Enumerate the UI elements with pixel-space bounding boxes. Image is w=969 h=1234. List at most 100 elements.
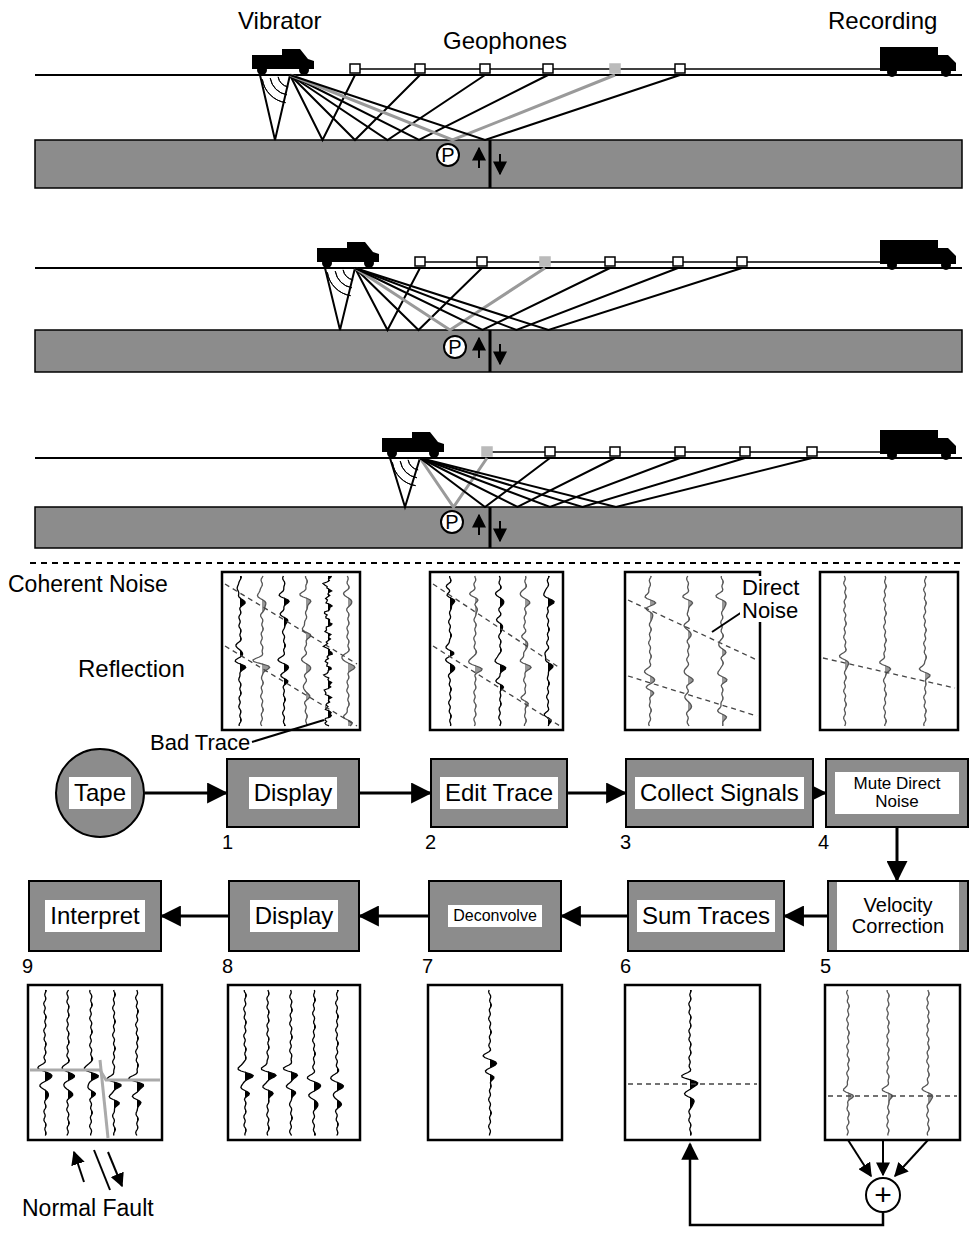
ray-path [290, 75, 680, 140]
summing-circle: + [865, 1177, 901, 1213]
flow-arrow [360, 792, 430, 795]
data-tape-circle: Tape [55, 748, 145, 838]
annotation-label: Normal Fault [22, 1196, 154, 1220]
truck-wheel [941, 67, 951, 77]
geophone [480, 64, 490, 73]
flow-arrow [360, 915, 428, 918]
annotation-label: Coherent Noise [8, 572, 168, 596]
interpreted-fault [100, 1060, 108, 1138]
separator [30, 562, 965, 564]
geophone [477, 257, 487, 266]
event-dashed-line [628, 1083, 757, 1084]
geophone [807, 447, 817, 456]
trace-line [253, 576, 270, 726]
wavefront [335, 271, 352, 288]
trace-line [844, 990, 854, 1136]
geophone [543, 64, 553, 73]
flow-arrow [145, 792, 226, 795]
ray-path [290, 75, 548, 140]
trace-line [238, 990, 253, 1136]
node-text: Interpret [45, 900, 144, 931]
trace-line [278, 576, 289, 726]
trace-line [683, 576, 693, 726]
geophone [673, 257, 683, 266]
seismogram-panel [820, 572, 958, 730]
truck-wheel [887, 260, 897, 270]
trace-line [308, 990, 321, 1136]
trace-line [129, 990, 144, 1136]
trace-fill [925, 576, 930, 726]
process-box: Collect Signals [625, 758, 814, 828]
seismogram-panel [430, 572, 563, 730]
geophone [415, 64, 425, 73]
trace-line [38, 990, 52, 1136]
geophone [740, 447, 750, 456]
ray-path [260, 75, 290, 140]
ground-surface [35, 267, 962, 269]
event-dashed-line [433, 584, 560, 668]
node-text: Display [250, 900, 339, 931]
process-box: Sum Traces [627, 880, 785, 952]
truck-wheel [887, 450, 897, 460]
ray-path [420, 458, 680, 507]
fault-point-marker: P [440, 510, 464, 534]
ray-path [390, 458, 420, 507]
event-dashed-line [823, 658, 955, 688]
geophone [610, 64, 620, 73]
recording-truck [880, 430, 956, 460]
geophone-cable [355, 68, 900, 70]
truck-wheel [941, 450, 951, 460]
geophone [605, 257, 615, 266]
seismogram-panel [428, 985, 562, 1140]
node-text: P [448, 337, 461, 358]
sum-arrow [848, 1140, 871, 1176]
annotation-label: Reflection [78, 656, 185, 681]
trace-line [880, 576, 891, 726]
ray-path [355, 268, 610, 330]
cross-section [35, 430, 962, 548]
ground-surface [35, 457, 962, 459]
fault-down-arrow [499, 154, 501, 174]
truck-wheel [322, 258, 332, 268]
trace-line [520, 576, 531, 726]
flow-arrow [162, 915, 228, 918]
callout-number: 2 [425, 832, 436, 853]
recording-truck [880, 240, 956, 270]
callout-number: 3 [620, 832, 631, 853]
process-box: Mute Direct Noise [825, 758, 969, 828]
rock-layer [35, 140, 962, 188]
trace-line [469, 576, 482, 726]
fault-up-arrow [478, 338, 480, 358]
leader-line [712, 612, 742, 632]
trace-fill [690, 990, 698, 1136]
trace-fill [262, 576, 270, 726]
node-text: Deconvolve [448, 905, 542, 928]
ray-path [355, 268, 742, 330]
geophone [610, 447, 620, 456]
trace-line [331, 990, 344, 1136]
ground-surface [35, 74, 962, 76]
flow-arrow [785, 915, 827, 918]
node-text: P [441, 145, 454, 166]
trace-line [544, 576, 554, 726]
event-dashed-line [828, 1095, 957, 1096]
callout-number: 8 [222, 956, 233, 977]
panel-frame [428, 985, 562, 1140]
trace-fill [650, 576, 656, 726]
geophone [482, 447, 492, 456]
trace-line [235, 576, 245, 726]
fault-point-marker: P [443, 335, 467, 359]
fault-down-arrow [499, 344, 501, 364]
seismogram-panel [228, 985, 360, 1140]
geophone [675, 64, 685, 73]
trace-line [107, 990, 121, 1136]
panel-frame [222, 572, 360, 730]
recording-truck [880, 47, 956, 77]
truck-symbol [382, 432, 444, 458]
geophone [737, 257, 747, 266]
flow-arrow [568, 792, 625, 795]
node-text: Collect Signals [635, 777, 804, 808]
trace-line [300, 576, 311, 726]
flow-arrow [814, 792, 825, 795]
